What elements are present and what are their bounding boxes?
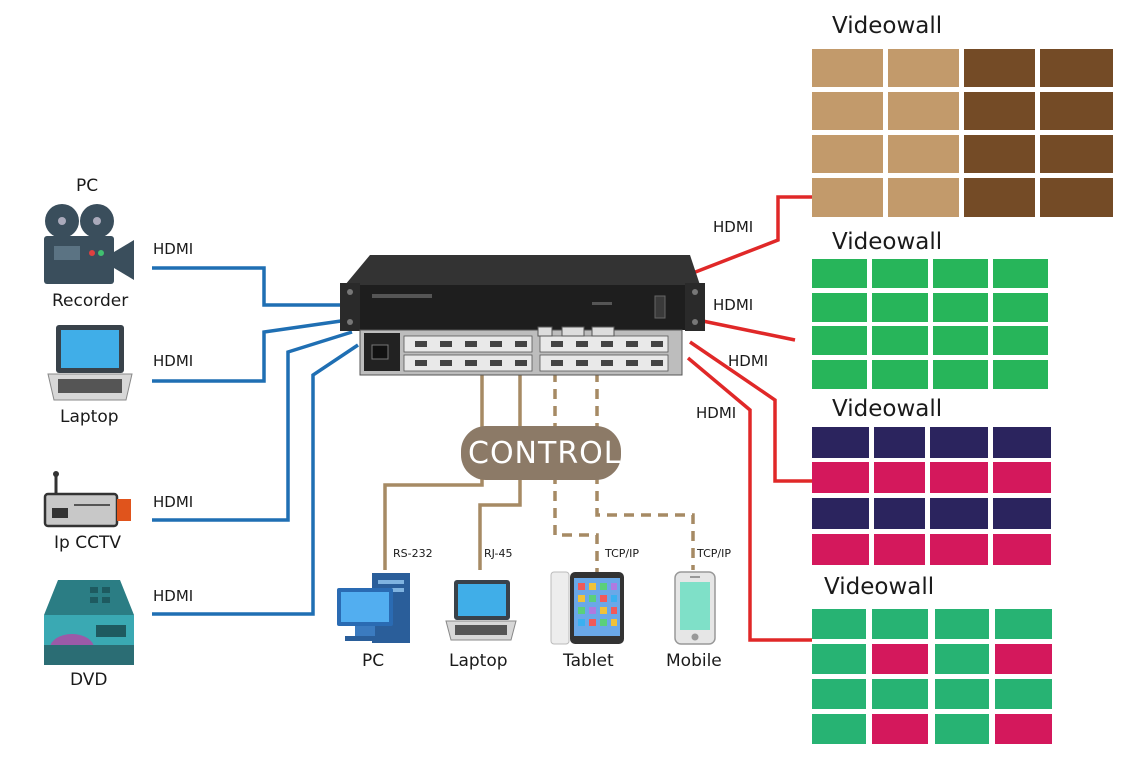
videowall-4-title: Videowall (824, 574, 935, 600)
hdmi-output-cables (679, 195, 813, 642)
videowall-3-title: Videowall (832, 396, 943, 422)
hdmi-label-wall-1: HDMI (713, 218, 754, 236)
protocol-label-laptop: RJ-45 (484, 547, 513, 560)
videowall-3-grid (812, 427, 1051, 565)
videowall-4-grid (812, 609, 1052, 744)
hdmi-label-wall-2: HDMI (713, 296, 754, 314)
cable-wall-4 (686, 356, 812, 642)
tablet-icon (550, 571, 624, 645)
protocol-label-mobile: TCP/IP (697, 547, 731, 560)
cable-wall-2 (687, 316, 796, 342)
cable-wall-1 (679, 195, 812, 280)
cable-cctv (152, 330, 353, 522)
videowall-2-grid (812, 259, 1048, 389)
videowall-1-grid (812, 49, 1113, 217)
protocol-label-pc: RS-232 (393, 547, 433, 560)
source-label-recorder: Recorder (52, 291, 129, 311)
protocol-label-tablet: TCP/IP (605, 547, 639, 560)
source-label-dvd: DVD (70, 670, 108, 690)
pc-icon (337, 573, 410, 643)
hdmi-input-cables (152, 266, 359, 616)
client-label-mobile: Mobile (666, 651, 722, 671)
source-top-label-recorder: PC (76, 176, 99, 196)
control-label: CONTROL (468, 436, 622, 471)
dvd-player-icon (44, 580, 134, 665)
laptop-icon (47, 325, 133, 401)
hdmi-label-dvd: HDMI (153, 587, 194, 605)
hdmi-label-laptop: HDMI (153, 352, 194, 370)
cctv-camera-icon (43, 471, 131, 528)
client-label-laptop: Laptop (449, 651, 508, 671)
hdmi-label-recorder: HDMI (153, 240, 194, 258)
client-label-tablet: Tablet (563, 651, 614, 671)
source-label-laptop: Laptop (60, 407, 119, 427)
cable-dvd (152, 343, 359, 616)
hdmi-label-wall-4: HDMI (696, 404, 737, 422)
cable-laptop (152, 318, 349, 383)
control-link-tablet (553, 372, 599, 572)
videowall-2-title: Videowall (832, 229, 943, 255)
client-laptop-icon (445, 580, 517, 641)
cable-recorder (152, 266, 345, 307)
videowall-1-title: Videowall (832, 13, 943, 39)
video-camera-icon (44, 204, 134, 284)
source-label-cctv: Ip CCTV (54, 533, 121, 553)
hdmi-label-cctv: HDMI (153, 493, 194, 511)
cable-wall-3 (689, 340, 813, 483)
control-hub (461, 426, 621, 480)
mobile-icon (674, 571, 716, 645)
hdmi-label-wall-3: HDMI (728, 352, 769, 370)
matrix-switcher (340, 255, 705, 376)
client-label-pc: PC (362, 651, 385, 671)
